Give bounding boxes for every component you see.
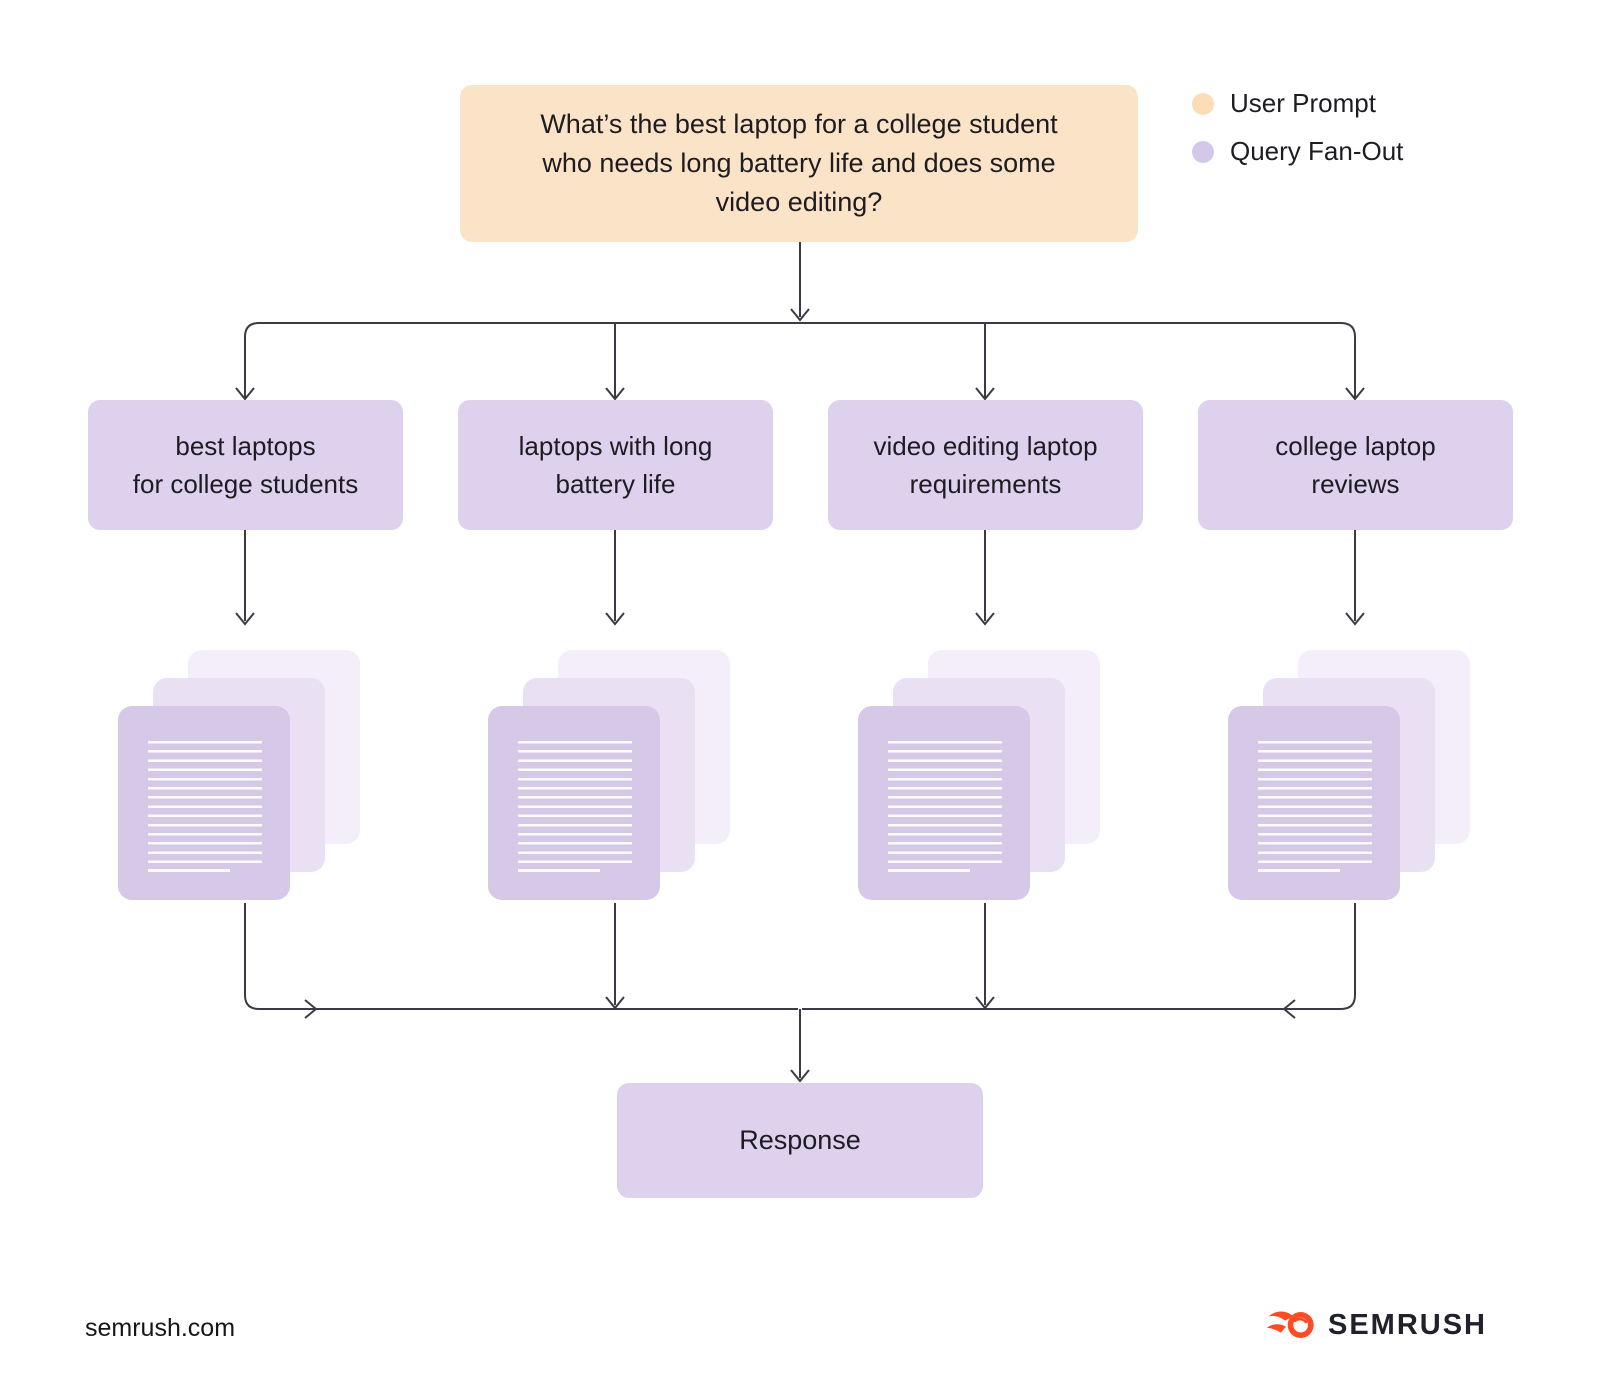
documents-stack-2	[488, 650, 734, 902]
query-box-2: laptops with long battery life	[458, 400, 773, 530]
arrowhead-q1	[235, 387, 255, 401]
query-1-line-2: for college students	[132, 469, 359, 499]
arrowhead-merge-right	[1282, 999, 1296, 1019]
arrowhead-d4	[1345, 612, 1365, 626]
query-4-line-1: college laptop	[1275, 431, 1436, 461]
legend: User Prompt Query Fan-Out	[1192, 88, 1403, 167]
user-prompt-box: What’s the best laptop for a college stu…	[460, 85, 1138, 242]
query-2-line-2: battery life	[555, 469, 676, 499]
query-2-line-1: laptops with long	[518, 431, 713, 461]
query-1-line-1: best laptops	[175, 431, 316, 461]
legend-item-query-fanout: Query Fan-Out	[1192, 136, 1403, 167]
semrush-flame-icon	[1266, 1311, 1314, 1338]
document-icon	[488, 706, 660, 900]
legend-label-user-prompt: User Prompt	[1230, 88, 1376, 118]
user-prompt-swatch-icon	[1192, 92, 1214, 115]
query-fanout-swatch-icon	[1192, 140, 1214, 163]
arrowhead-q2	[605, 387, 625, 401]
document-icon	[1228, 706, 1400, 900]
legend-item-user-prompt: User Prompt	[1192, 88, 1403, 119]
query-4-line-2: reviews	[1311, 469, 1400, 499]
arrowhead-merge-left	[304, 999, 318, 1019]
arrowhead-d1	[235, 612, 255, 626]
query-box-1: best laptops for college students	[88, 400, 403, 530]
arrowhead-q4	[1345, 387, 1365, 401]
arrowhead-response	[790, 1069, 810, 1083]
query-box-4: college laptop reviews	[1198, 400, 1513, 530]
semrush-logo: SEMRUSH	[1266, 1306, 1487, 1344]
documents-stack-4	[1228, 650, 1474, 902]
document-icon	[858, 706, 1030, 900]
source-url: semrush.com	[85, 1314, 236, 1342]
response-label: Response	[739, 1125, 861, 1155]
merge-right	[802, 903, 1356, 1010]
document-icon	[118, 706, 290, 900]
query-3-line-1: video editing laptop	[873, 431, 1098, 461]
semrush-wordmark: SEMRUSH	[1327, 1308, 1487, 1341]
arrowhead-prompt	[790, 308, 810, 322]
legend-label-query-fanout: Query Fan-Out	[1230, 136, 1404, 166]
user-prompt-line-1: What’s the best laptop for a college stu…	[540, 109, 1058, 139]
arrowhead-d2	[605, 612, 625, 626]
fanout-bus	[244, 322, 1356, 398]
response-box: Response	[617, 1083, 983, 1198]
documents-stack-3	[858, 650, 1104, 902]
arrowhead-m3	[975, 996, 995, 1010]
arrowhead-m2	[605, 996, 625, 1010]
user-prompt-line-2: who needs long battery life and does som…	[542, 148, 1056, 178]
query-3-line-2: requirements	[909, 469, 1062, 499]
documents-stack-1	[118, 650, 364, 902]
merge-left	[244, 903, 798, 1010]
query-box-3: video editing laptop requirements	[828, 400, 1143, 530]
arrowhead-q3	[975, 387, 995, 401]
arrowhead-d3	[975, 612, 995, 626]
user-prompt-line-3: video editing?	[715, 187, 883, 217]
